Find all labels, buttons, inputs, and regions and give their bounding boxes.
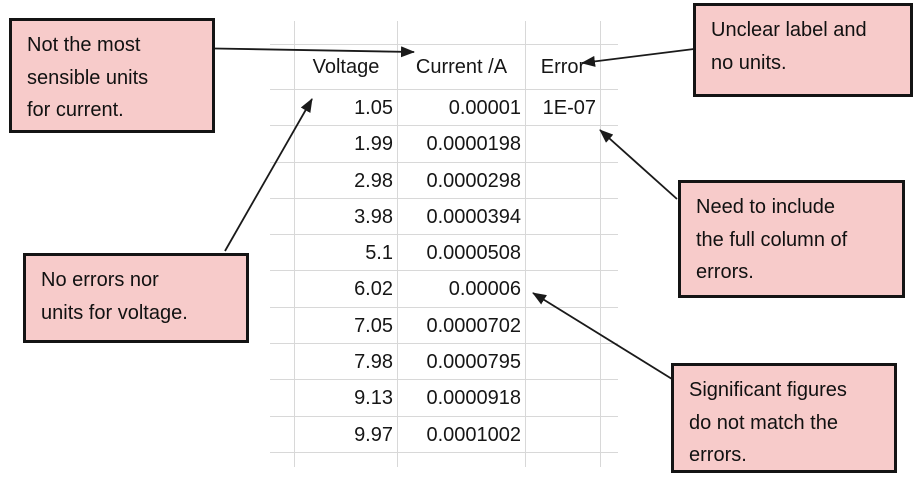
table-cell [270, 21, 295, 45]
table-cell [601, 163, 618, 199]
table-cell [270, 45, 295, 90]
table-cell [270, 380, 295, 417]
table-cell [601, 45, 618, 90]
table-cell [601, 235, 618, 272]
table-cell [601, 417, 618, 453]
table-cell [601, 271, 618, 308]
table-cell [601, 126, 618, 163]
table-cell: 0.0000508 [398, 235, 526, 272]
table-cell: 0.0000394 [398, 198, 526, 236]
column-header: Current /A [398, 45, 526, 90]
column-header: Voltage [295, 45, 398, 90]
table-cell [270, 198, 295, 236]
table-cell: 6.02 [295, 271, 398, 308]
table-cell: 0.0001002 [398, 416, 526, 453]
table-cell [295, 452, 398, 467]
callout-text: Unclear label and no units. [711, 19, 867, 74]
table-cell: 1E-07 [526, 90, 601, 127]
callout-text: Not the most sensible units for current. [27, 34, 149, 121]
table-cell [270, 235, 295, 272]
table-cell [270, 416, 295, 453]
table-cell: 7.05 [295, 307, 398, 345]
table-cell [526, 126, 601, 163]
table-cell [526, 198, 601, 236]
callout-voltage-column: No errors nor units for voltage. [23, 253, 249, 343]
table-cell [526, 235, 601, 272]
table-cell: 2.98 [295, 162, 398, 199]
table-cell: 3.98 [295, 198, 398, 236]
table-cell: 0.00006 [398, 271, 526, 308]
table-cell [601, 344, 618, 381]
table-cell [526, 271, 601, 308]
table-cell [601, 90, 618, 127]
table-cell: 1.99 [295, 126, 398, 163]
table-cell [398, 21, 526, 45]
callout-text: Need to include the full column of error… [696, 196, 848, 283]
table-cell [526, 162, 601, 199]
callout-current-units: Not the most sensible units for current. [9, 18, 215, 133]
table-cell [526, 380, 601, 417]
table-cell: 7.98 [295, 344, 398, 381]
table-cell [270, 126, 295, 163]
table-cell [270, 162, 295, 199]
table-cell [526, 416, 601, 453]
table-cell [526, 452, 601, 467]
table-cell [398, 452, 526, 467]
table-cell [270, 90, 295, 127]
table-cell [601, 453, 618, 467]
table-cell [601, 308, 618, 345]
column-header: Error [526, 45, 601, 90]
table-cell: 1.05 [295, 90, 398, 127]
table-cell: 0.0000795 [398, 344, 526, 381]
table-cell: 0.00001 [398, 90, 526, 127]
callout-error-column: Need to include the full column of error… [678, 180, 905, 298]
table-cell [295, 21, 398, 45]
table-cell: 0.0000918 [398, 380, 526, 417]
table-cell [526, 307, 601, 345]
table-cell: 5.1 [295, 235, 398, 272]
callout-sig-figs: Significant figures do not match the err… [671, 363, 897, 473]
table-cell [270, 344, 295, 381]
callout-text: No errors nor units for voltage. [41, 269, 188, 324]
table-cell: 0.0000298 [398, 162, 526, 199]
table-cell: 0.0000702 [398, 307, 526, 345]
callout-error-label: Unclear label and no units. [693, 3, 913, 97]
table-cell [270, 452, 295, 467]
table-cell: 0.0000198 [398, 126, 526, 163]
table-cell [601, 380, 618, 417]
table-cell [270, 271, 295, 308]
table-cell [526, 344, 601, 381]
callout-text: Significant figures do not match the err… [689, 379, 847, 466]
table-cell: 9.97 [295, 416, 398, 453]
table-cell [526, 21, 601, 45]
table-cell: 9.13 [295, 380, 398, 417]
table-cell [601, 199, 618, 236]
table-cell [270, 307, 295, 345]
table-cell [601, 21, 618, 45]
